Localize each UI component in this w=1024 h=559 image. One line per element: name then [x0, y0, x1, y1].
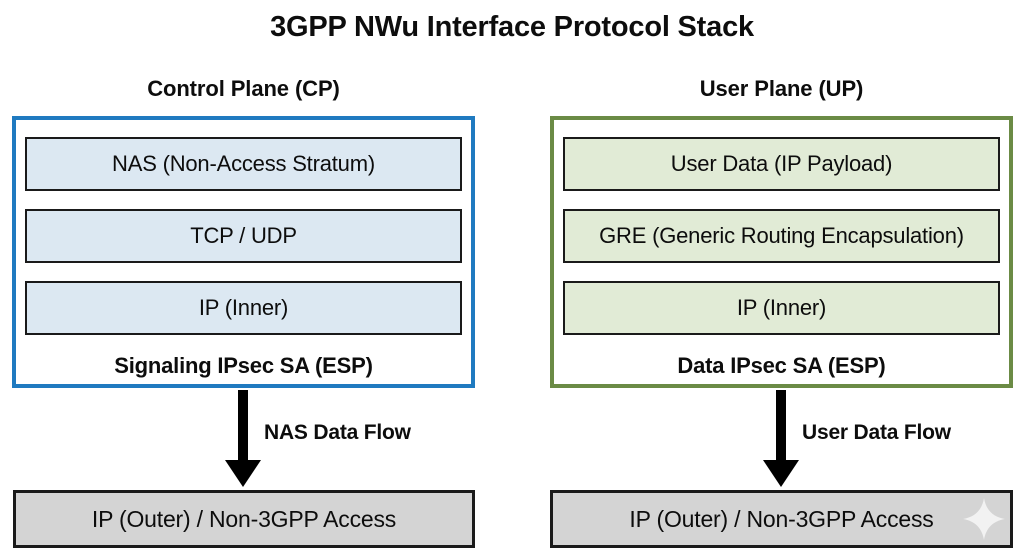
control-plane-sa-label: Signaling IPsec SA (ESP)	[114, 353, 373, 378]
protocol-layer: User Data (IP Payload)	[563, 137, 1000, 191]
protocol-layer: IP (Inner)	[563, 281, 1000, 335]
user-plane-sa-label: Data IPsec SA (ESP)	[677, 353, 886, 378]
user-plane-flow-label: User Data Flow	[802, 421, 951, 444]
page-title: 3GPP NWu Interface Protocol Stack	[270, 11, 754, 43]
protocol-layer: NAS (Non-Access Stratum)	[25, 137, 462, 191]
user-plane-stack: User Data (IP Payload) GRE (Generic Rout…	[550, 116, 1013, 388]
control-plane-flow-label: NAS Data Flow	[264, 421, 411, 444]
control-plane-header: Control Plane (CP)	[147, 76, 340, 101]
protocol-layer: GRE (Generic Routing Encapsulation)	[563, 209, 1000, 263]
arrow-down-icon	[225, 390, 261, 487]
user-plane-access-box: IP (Outer) / Non-3GPP Access	[550, 490, 1013, 548]
control-plane-stack: NAS (Non-Access Stratum) TCP / UDP IP (I…	[12, 116, 475, 388]
protocol-layer: TCP / UDP	[25, 209, 462, 263]
arrow-down-icon	[763, 390, 799, 487]
user-plane-header: User Plane (UP)	[699, 76, 864, 101]
user-plane-layer-list: User Data (IP Payload) GRE (Generic Rout…	[563, 137, 1000, 353]
control-plane-access-box: IP (Outer) / Non-3GPP Access	[13, 490, 475, 548]
protocol-layer: IP (Inner)	[25, 281, 462, 335]
control-plane-layer-list: NAS (Non-Access Stratum) TCP / UDP IP (I…	[25, 137, 462, 353]
